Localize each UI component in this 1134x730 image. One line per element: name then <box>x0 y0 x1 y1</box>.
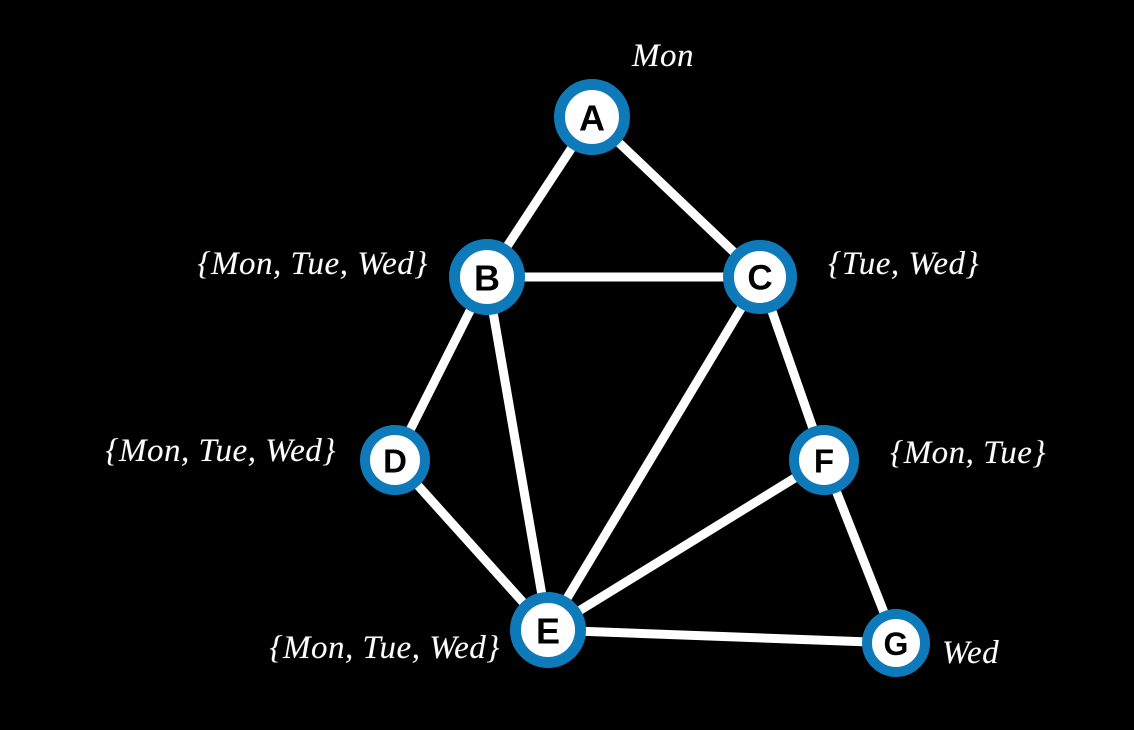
domain-label-d: {Mon, Tue, Wed} <box>105 433 336 469</box>
node-circle-f[interactable] <box>789 425 859 495</box>
domain-label-a: Mon <box>632 38 694 74</box>
node-label-f: F <box>814 443 834 480</box>
edge-a-b <box>501 142 578 252</box>
node-f[interactable]: F <box>789 425 859 495</box>
edge-f-g <box>831 487 890 617</box>
edge-e-f <box>574 472 800 617</box>
domain-label-e: {Mon, Tue, Wed} <box>269 630 500 666</box>
domain-label-c: {Tue, Wed} <box>828 246 980 282</box>
node-c[interactable]: C <box>723 240 797 314</box>
node-b[interactable]: B <box>449 239 525 315</box>
node-circle-g[interactable] <box>862 609 930 677</box>
edge-c-e <box>561 302 747 604</box>
node-circle-d[interactable] <box>360 425 430 495</box>
node-d[interactable]: D <box>360 425 430 495</box>
node-label-c: C <box>747 259 772 298</box>
node-label-b: B <box>474 258 500 299</box>
node-label-e: E <box>536 611 560 652</box>
domain-label-b: {Mon, Tue, Wed} <box>197 246 428 282</box>
edge-e-g <box>581 626 867 647</box>
node-e[interactable]: E <box>510 592 586 668</box>
node-label-g: G <box>884 626 909 662</box>
node-g[interactable]: G <box>862 609 930 677</box>
node-a[interactable]: A <box>554 79 630 155</box>
node-circle-e[interactable] <box>510 592 586 668</box>
node-label-a: A <box>579 98 605 139</box>
node-label-d: D <box>383 443 407 480</box>
domain-label-g: Wed <box>942 635 1000 671</box>
edge-d-e <box>412 480 529 608</box>
node-circle-c[interactable] <box>723 240 797 314</box>
edge-b-d <box>404 305 476 435</box>
node-circle-b[interactable] <box>449 239 525 315</box>
node-circle-a[interactable] <box>554 79 630 155</box>
nodes-group: A B C D E F G <box>360 79 930 677</box>
edge-b-e <box>488 309 547 598</box>
edge-c-f <box>766 306 819 433</box>
domain-label-f: {Mon, Tue} <box>890 435 1047 471</box>
edge-a-c <box>613 137 740 258</box>
edges-group <box>404 137 890 647</box>
